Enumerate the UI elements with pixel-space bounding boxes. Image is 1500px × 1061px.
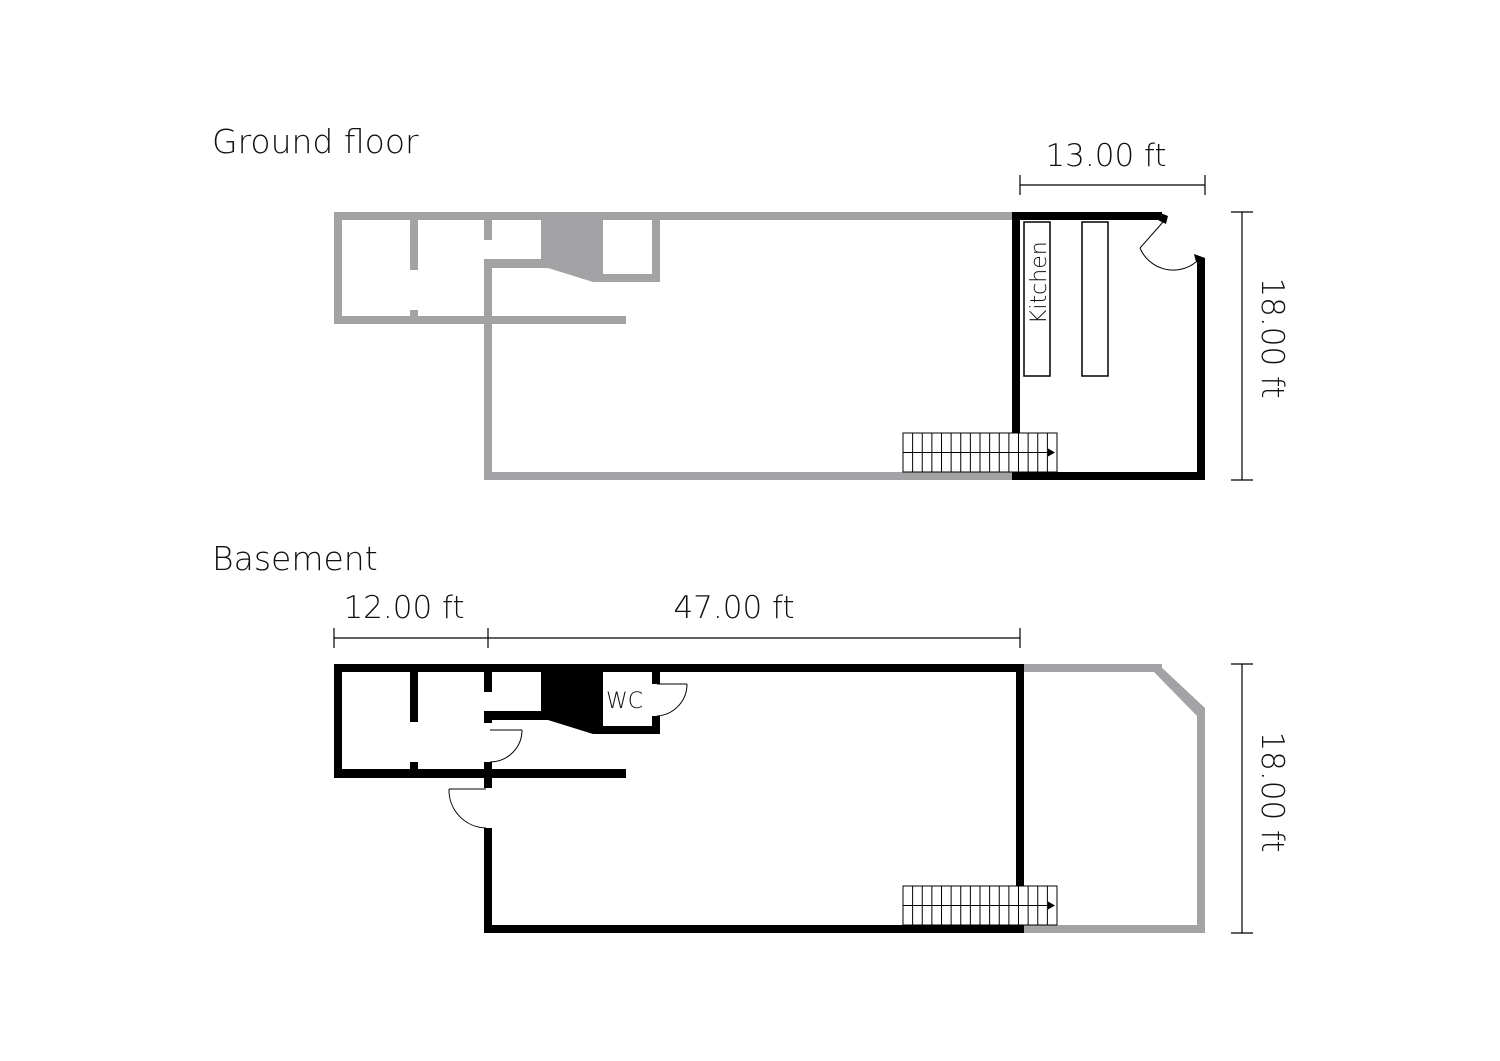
kitchen-counter <box>1081 221 1109 377</box>
inner-door[interactable] <box>489 729 523 763</box>
stairs-arrow-icon <box>1048 901 1055 910</box>
basement-walls <box>334 664 1024 933</box>
ground-floor-other-walls <box>334 212 1016 480</box>
basement-other-walls <box>1024 664 1205 933</box>
wc-door[interactable] <box>656 683 688 717</box>
ground-floor-width-dimension-line <box>1019 175 1206 195</box>
basement-stairs <box>902 885 1058 926</box>
kitchen-door[interactable] <box>1139 221 1197 271</box>
ground-floor-height-dimension: 18.00 ft <box>1254 277 1290 398</box>
basement-title: Basement <box>212 539 378 578</box>
entrance-door[interactable] <box>448 788 487 829</box>
basement-main-dimension: 47.00 ft <box>673 590 794 626</box>
ground-floor-width-dimension: 13.00 ft <box>1045 138 1166 174</box>
ground-floor-height-dimension-line <box>1231 211 1253 481</box>
kitchen-counter <box>1023 221 1051 377</box>
basement-left-dimension: 12.00 ft <box>343 590 464 626</box>
wc-label: WC <box>606 689 643 714</box>
stairs-arrow-icon <box>1048 448 1055 457</box>
basement-left-dimension-line <box>333 628 1021 648</box>
basement-height-dimension: 18.00 ft <box>1254 731 1290 852</box>
basement-height-dimension-line <box>1231 663 1253 934</box>
ground-floor-title: Ground floor <box>212 122 419 161</box>
ground-floor-stairs <box>902 432 1058 473</box>
kitchen-walls <box>1012 212 1205 480</box>
kitchen-label: Kitchen <box>1027 241 1052 324</box>
